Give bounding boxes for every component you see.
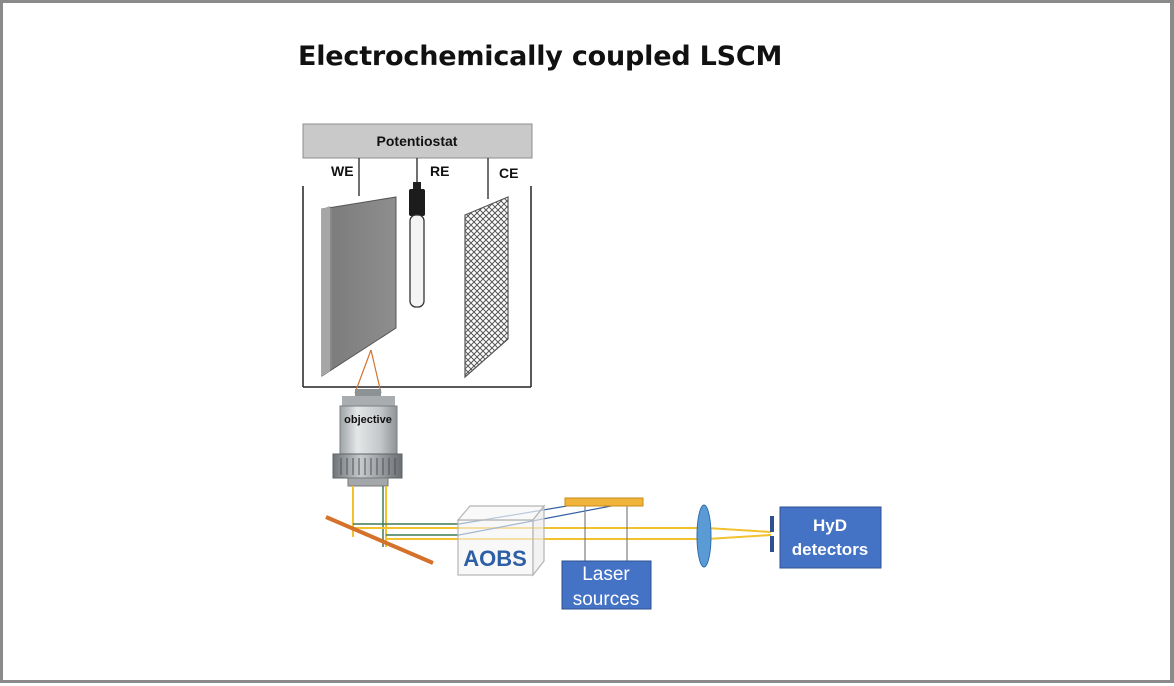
objective-lens: objective <box>332 389 403 487</box>
laser-label-line2: sources <box>573 589 640 610</box>
pinhole <box>770 516 774 552</box>
detectors-label-line2: detectors <box>792 540 869 559</box>
beam-splitter-filter <box>564 497 644 507</box>
detectors-label-line1: HyD <box>813 516 847 535</box>
reference-electrode <box>409 182 425 308</box>
detector-lens <box>696 504 712 568</box>
hyd-detectors-box: HyD detectors <box>779 506 882 569</box>
laser-sources-box: Laser sources <box>561 560 652 610</box>
re-label: RE <box>430 163 449 179</box>
laser-label-line1: Laser <box>582 564 630 585</box>
focus-beam <box>354 349 382 394</box>
ce-label: CE <box>499 165 518 181</box>
working-electrode <box>321 196 397 377</box>
objective-label: objective <box>344 414 392 426</box>
counter-electrode-mesh <box>464 196 509 379</box>
aobs-label: AOBS <box>463 546 527 571</box>
electrochemical-cell <box>302 186 532 388</box>
lscm-diagram: Potentiostat WE RE CE <box>302 123 882 610</box>
electrode-wires <box>358 158 489 199</box>
aobs-box: AOBS <box>456 504 546 577</box>
page-title: Electrochemically coupled LSCM <box>298 41 783 72</box>
potentiostat: Potentiostat <box>302 123 533 159</box>
potentiostat-label: Potentiostat <box>377 133 458 149</box>
dichroic-mirror <box>325 515 434 565</box>
we-label: WE <box>331 163 354 179</box>
